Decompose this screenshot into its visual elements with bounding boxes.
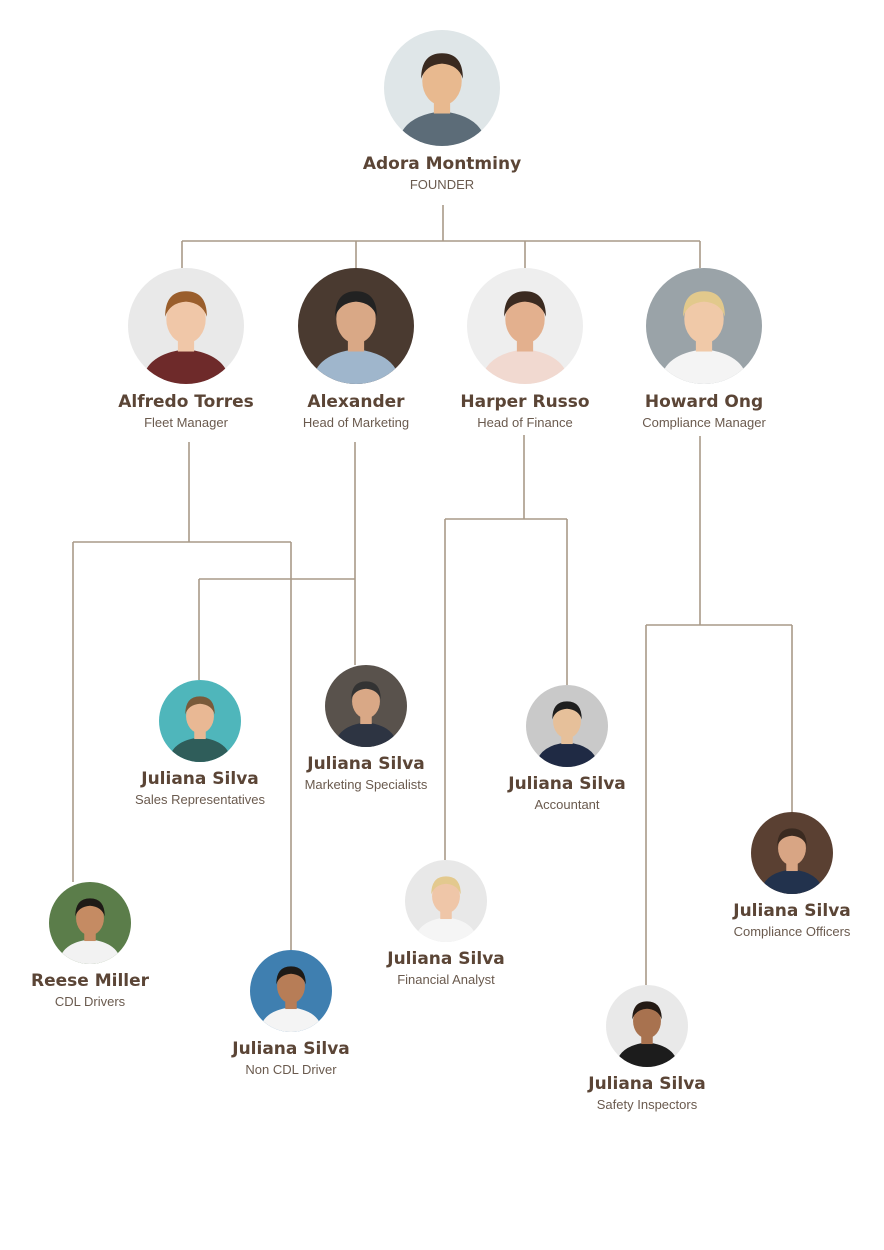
person-name: Alfredo Torres xyxy=(118,392,254,412)
person-role: Head of Finance xyxy=(477,415,573,430)
avatar xyxy=(325,665,407,747)
person-name: Juliana Silva xyxy=(307,754,425,774)
avatar xyxy=(159,680,241,762)
person-name: Howard Ong xyxy=(644,392,764,412)
person-role: Safety Inspectors xyxy=(596,1097,698,1112)
avatar xyxy=(250,950,332,1032)
person-name: Reese Miller xyxy=(30,971,150,991)
avatar xyxy=(646,268,762,384)
person-name: Juliana Silva xyxy=(508,774,626,794)
avatar xyxy=(606,985,688,1067)
person-name: Juliana Silva xyxy=(141,769,259,789)
person-role: Accountant xyxy=(534,797,600,812)
person-role: FOUNDER xyxy=(409,177,475,192)
avatar xyxy=(467,268,583,384)
avatar xyxy=(526,685,608,767)
person-role: Fleet Manager xyxy=(144,415,228,430)
person-role: Financial Analyst xyxy=(397,972,495,987)
avatar xyxy=(405,860,487,942)
person-name: Juliana Silva xyxy=(588,1074,706,1094)
person-role: CDL Drivers xyxy=(54,994,126,1009)
person-name: Alexander xyxy=(307,392,405,412)
person-role: Non CDL Driver xyxy=(245,1062,337,1077)
person-name: Juliana Silva xyxy=(733,901,851,921)
person-name: Harper Russo xyxy=(460,392,590,412)
avatar xyxy=(751,812,833,894)
avatar xyxy=(49,882,131,964)
person-name: Adora Montminy xyxy=(362,154,522,174)
person-role: Compliance Manager xyxy=(642,415,766,430)
person-name: Juliana Silva xyxy=(232,1039,350,1059)
person-role: Head of Marketing xyxy=(302,415,410,430)
avatar xyxy=(384,30,500,146)
person-name: Juliana Silva xyxy=(387,949,505,969)
avatar xyxy=(298,268,414,384)
avatar xyxy=(128,268,244,384)
person-role: Compliance Officers xyxy=(733,924,851,939)
person-role: Sales Representatives xyxy=(134,792,266,807)
person-role: Marketing Specialists xyxy=(304,777,428,792)
